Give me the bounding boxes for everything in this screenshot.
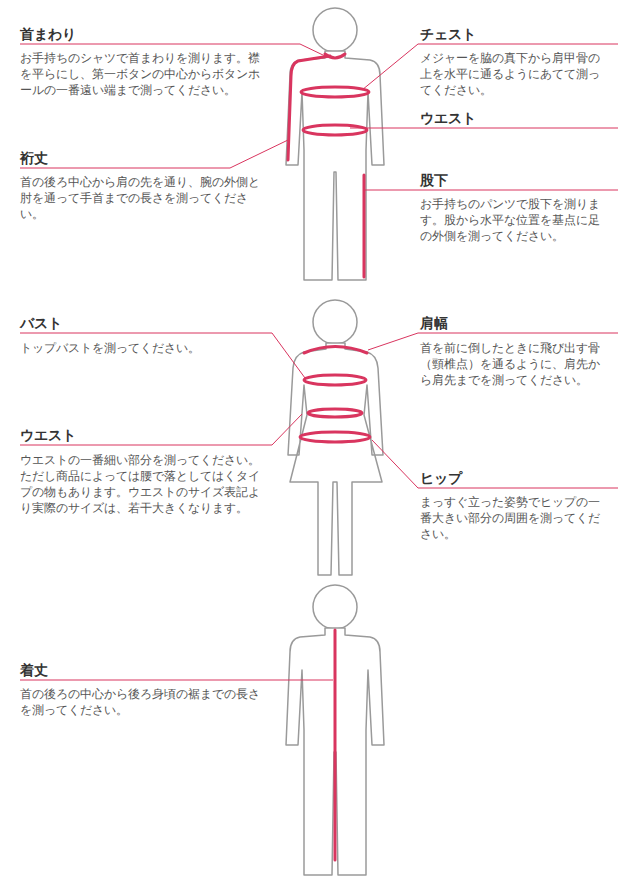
callout-heading: バスト (20, 314, 62, 332)
callout-text: ウエストの一番細い部分を測ってください。ただし商品によっては腰で落としてはくタイ… (20, 452, 270, 516)
callout-heading: ウエスト (420, 109, 476, 127)
callout-text: お手持ちのパンツで股下を測ります。股から水平な位置を基点に足の外側を測ってくださ… (420, 196, 610, 244)
callout-text: 首の後ろの中心から後ろ身頃の裾までの長さを測ってください。 (20, 686, 270, 718)
callout-text: メジャーを脇の真下から肩甲骨の上を水平に通るようにあてて測ってください。 (420, 50, 610, 98)
callout-text: お手持ちのシャツで首まわりを測ります。襟を平らにし、第一ボタンの中心からボタンホ… (20, 50, 270, 98)
callout-heading: 股下 (420, 171, 448, 189)
callout-heading: ヒップ (420, 469, 462, 487)
callout-heading: 首まわり (20, 25, 76, 43)
callout-heading: 着丈 (20, 661, 48, 679)
callout-text: 首を前に倒したときに飛び出す骨（頸椎点）を通るように、肩先から肩先までを測ってく… (420, 340, 610, 388)
callout-text: 首の後ろ中心から肩の先を通り、腕の外側と肘を通って手首までの長さを測ってください… (20, 174, 270, 222)
callout-text: まっすぐ立った姿勢でヒップの一番大きい部分の周囲を測ってください。 (420, 494, 610, 542)
callout-heading: ウエスト (20, 426, 76, 444)
callout-heading: チェスト (420, 25, 476, 43)
callout-text: トップバストを測ってください。 (20, 340, 270, 356)
callout-heading: 肩幅 (420, 314, 448, 332)
leader-lines (20, 44, 618, 680)
callout-heading: 裄丈 (20, 149, 48, 167)
